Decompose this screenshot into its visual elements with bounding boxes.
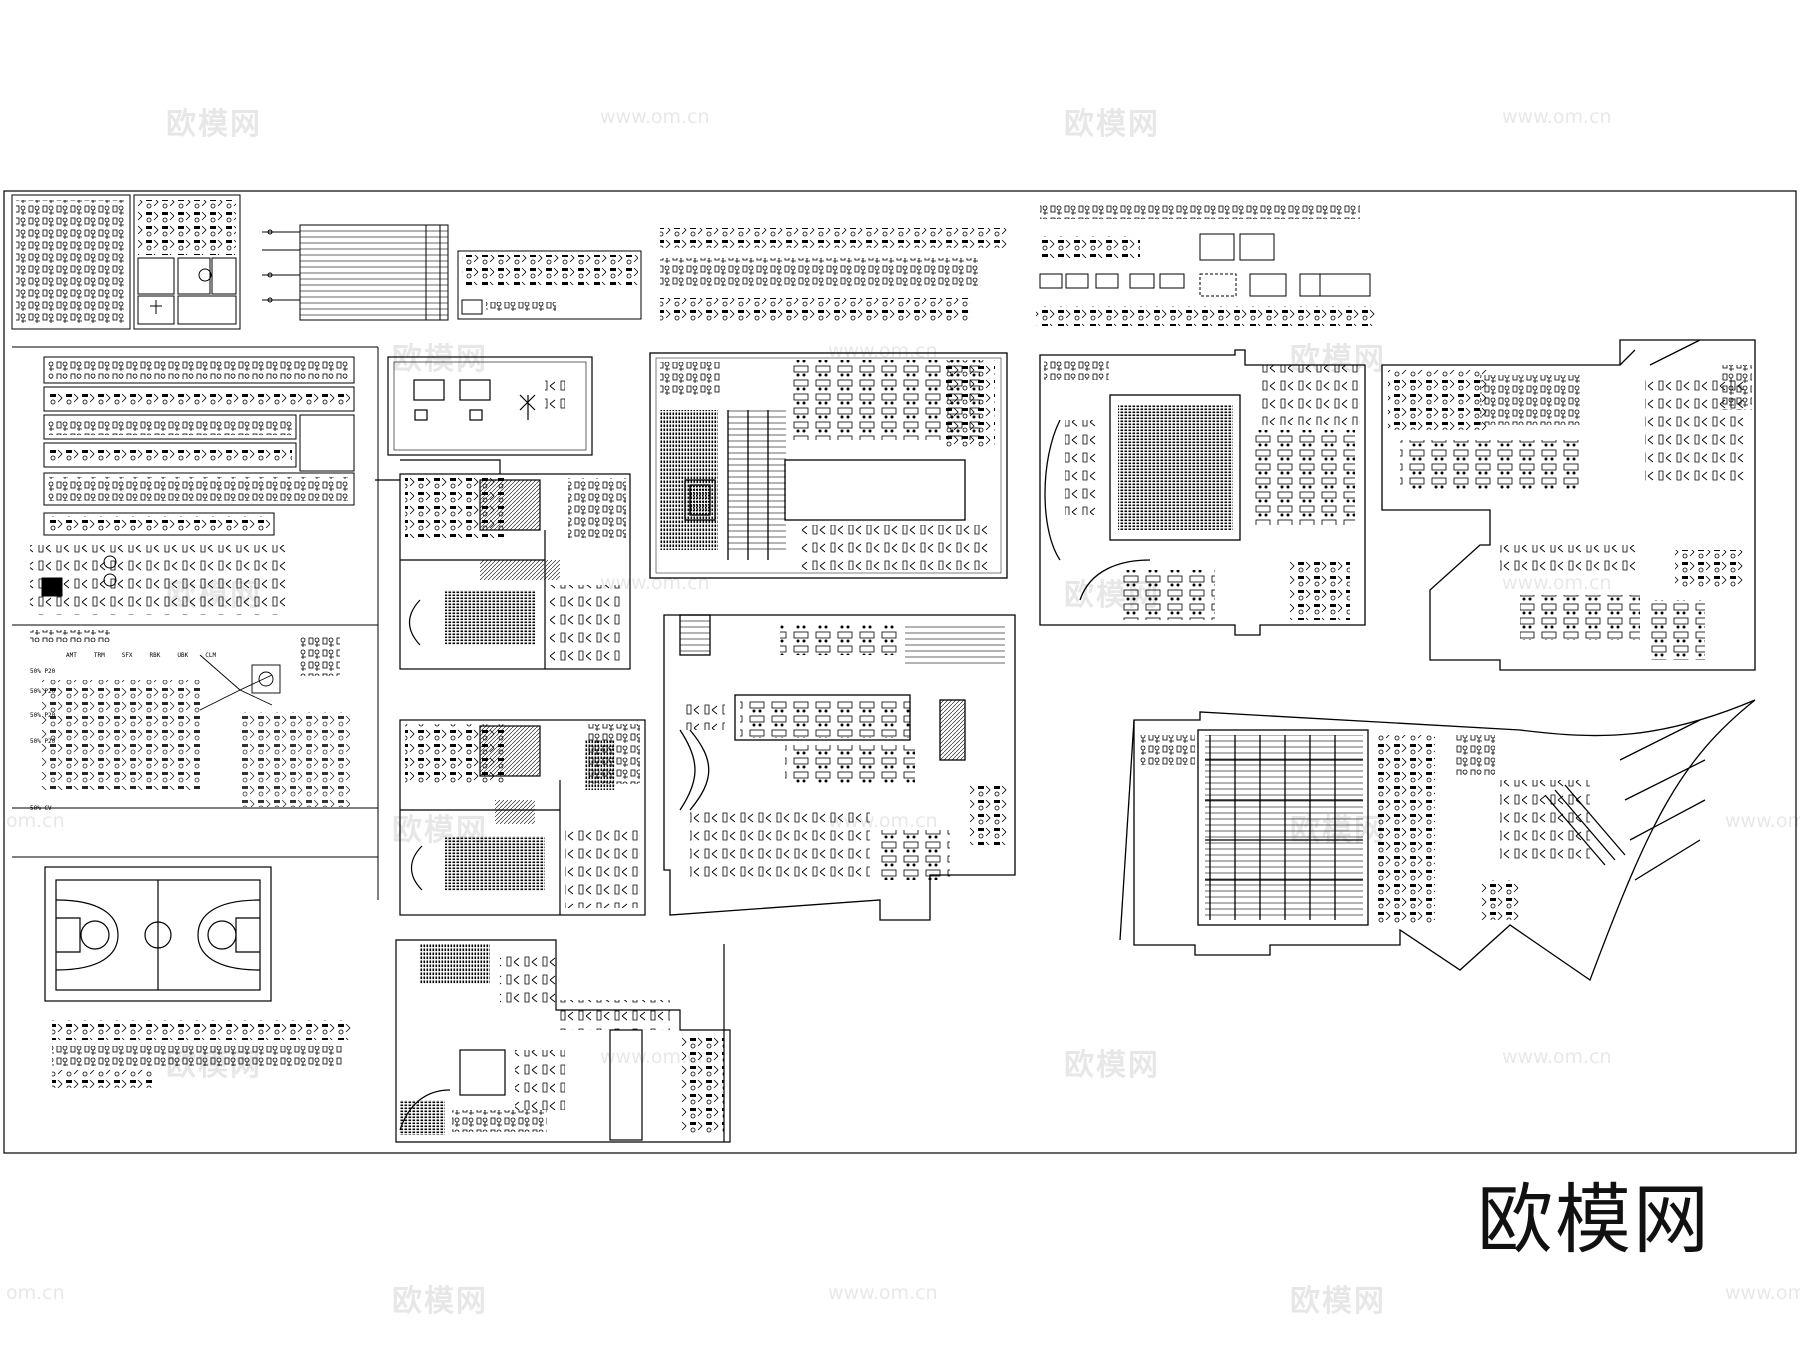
legend-col: SFX xyxy=(121,652,133,659)
watermark-brand: 欧模网 xyxy=(392,813,488,848)
watermark-url-fragment: om.cn xyxy=(6,810,65,832)
legend-row-label: 50% P20 xyxy=(30,668,56,675)
watermark-url: www.om.cn xyxy=(1725,810,1800,832)
legend-row-label: 50% CV xyxy=(30,805,52,812)
watermark-brand: 欧模网 xyxy=(1290,813,1386,848)
brand-logo: 欧模网 xyxy=(1477,1175,1711,1264)
watermark-brand: 欧模网 xyxy=(1064,578,1160,613)
drawing-frame xyxy=(3,190,1797,1154)
floor-plan-auditorium-1 xyxy=(375,459,631,670)
watermark-url: www.om.cn xyxy=(600,572,710,594)
legend-table xyxy=(12,636,378,858)
symbol-rows-center xyxy=(660,228,1010,322)
floor-plan-auditorium-2 xyxy=(399,719,646,916)
floor-plan-l-shape-gym xyxy=(1381,339,1756,671)
legend-col: AMT xyxy=(66,652,77,659)
watermark-url: www.om.cn xyxy=(1502,1046,1612,1068)
watermark-brand: 欧模网 xyxy=(166,578,262,613)
watermark-url: www.om.cn xyxy=(828,1282,938,1304)
watermark-url: www.om.cn xyxy=(828,340,938,362)
watermark-url: www.om.cn xyxy=(1502,572,1612,594)
legend-col: CLM xyxy=(205,652,217,659)
gym-equipment-cluster xyxy=(12,545,378,642)
legend-row-label: 50% P20 xyxy=(30,688,56,695)
watermark-brand: 欧模网 xyxy=(1064,107,1160,142)
basketball-court xyxy=(44,866,272,1002)
watermark-url: www.om.cn xyxy=(1725,1282,1800,1304)
watermark-brand: 欧模网 xyxy=(166,1048,262,1083)
floor-plan-lower-gym xyxy=(395,939,731,1143)
floor-plan-large-gym xyxy=(649,352,1008,579)
watermark-url: www.om.cn xyxy=(600,1046,710,1068)
symbol-rows-right xyxy=(1036,205,1376,326)
watermark-url: www.om.cn xyxy=(1502,106,1612,128)
legend-col: TRM xyxy=(93,652,105,659)
legend-row-label: 50% P20 xyxy=(30,712,56,719)
legend-col: UBK xyxy=(177,652,189,659)
watermark-brand: 欧模网 xyxy=(166,107,262,142)
watermark-brand: 欧模网 xyxy=(1290,1284,1386,1319)
running-track-plan xyxy=(262,224,449,321)
legend-column-headers: AMT TRM SFX RBK UBK CLM xyxy=(66,652,216,659)
watermark-url: www.om.cn xyxy=(828,810,938,832)
symbol-library-block-1 xyxy=(11,194,241,330)
legend-row-label: 50% P20 xyxy=(30,738,56,745)
watermark-brand: 欧模网 xyxy=(392,342,488,377)
watermark-brand: 欧模网 xyxy=(1290,342,1386,377)
floor-plan-small-gym xyxy=(387,356,593,456)
floor-plan-auditorium-right xyxy=(1039,349,1366,636)
watermark-brand: 欧模网 xyxy=(392,1284,488,1319)
furniture-library-rows xyxy=(12,346,379,900)
legend-col: RBK xyxy=(149,652,161,659)
watermark-brand: 欧模网 xyxy=(1064,1048,1160,1083)
watermark-url: www.om.cn xyxy=(600,106,710,128)
watermark-url-fragment: om.cn xyxy=(6,1282,65,1304)
floor-plan-curved-complex xyxy=(1119,699,1756,982)
bottom-symbol-rows xyxy=(52,1020,352,1088)
floor-plan-center-complex xyxy=(663,614,1016,921)
equipment-symbols-block xyxy=(457,250,642,320)
